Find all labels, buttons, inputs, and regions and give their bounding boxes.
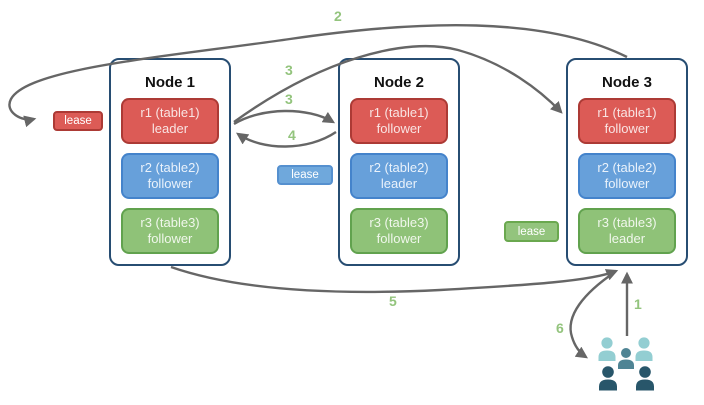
replica-role: leader: [151, 121, 189, 136]
step-label-3a: 3: [285, 62, 293, 78]
replica-name: r2 (table2): [597, 160, 657, 175]
arrow-step-3-to-node2: [233, 109, 336, 126]
arrow-step-5: [170, 265, 619, 294]
node-3-r1-follower-box: r1 (table1) follower: [578, 98, 676, 144]
step-label-4: 4: [288, 127, 296, 143]
replica-name: r2 (table2): [369, 160, 429, 175]
lease-tag-r1: lease: [53, 111, 103, 131]
replica-name: r2 (table2): [140, 160, 200, 175]
replica-role: follower: [376, 121, 422, 136]
replica-role: leader: [380, 176, 418, 191]
node-2-r3-follower-box: r3 (table3) follower: [350, 208, 448, 254]
node-1: Node 1 r1 (table1) leader r2 (table2) fo…: [109, 58, 231, 266]
arrow-step-2: [8, 24, 628, 128]
node-2-r1-follower-box: r1 (table1) follower: [350, 98, 448, 144]
node-1-title: Node 1: [144, 74, 195, 91]
arrow-step-4: [236, 131, 337, 148]
replica-name: r3 (table3): [140, 215, 200, 230]
node-3-r3-leader-box: r3 (table3) leader: [578, 208, 676, 254]
replica-name: r3 (table3): [597, 215, 657, 230]
step-label-5: 5: [389, 293, 397, 309]
node-1-r2-follower-box: r2 (table2) follower: [121, 153, 219, 199]
replica-role: follower: [604, 176, 650, 191]
replica-role: leader: [608, 231, 646, 246]
lease-tag-r2: lease: [277, 165, 333, 185]
step-label-1: 1: [634, 296, 642, 312]
users-group-icon: [598, 337, 654, 391]
node-3-title: Node 3: [601, 74, 652, 91]
node-3: Node 3 r1 (table1) follower r2 (table2) …: [566, 58, 688, 266]
replica-name: r3 (table3): [369, 215, 429, 230]
node-2-r2-leader-box: r2 (table2) leader: [350, 153, 448, 199]
replica-role: follower: [604, 121, 650, 136]
replica-role: follower: [147, 176, 193, 191]
replica-role: follower: [376, 231, 422, 246]
replica-name: r1 (table1): [597, 105, 657, 120]
node-2: Node 2 r1 (table1) follower r2 (table2) …: [338, 58, 460, 266]
step-label-3b: 3: [285, 91, 293, 107]
replica-name: r1 (table1): [140, 105, 200, 120]
node-1-r3-follower-box: r3 (table3) follower: [121, 208, 219, 254]
step-label-6: 6: [556, 320, 564, 336]
node-3-r2-follower-box: r2 (table2) follower: [578, 153, 676, 199]
node-2-title: Node 2: [373, 74, 424, 91]
lease-tag-r3: lease: [504, 221, 559, 242]
node-1-r1-leader-box: r1 (table1) leader: [121, 98, 219, 144]
replica-name: r1 (table1): [369, 105, 429, 120]
step-label-2: 2: [334, 8, 342, 24]
replica-role: follower: [147, 231, 193, 246]
